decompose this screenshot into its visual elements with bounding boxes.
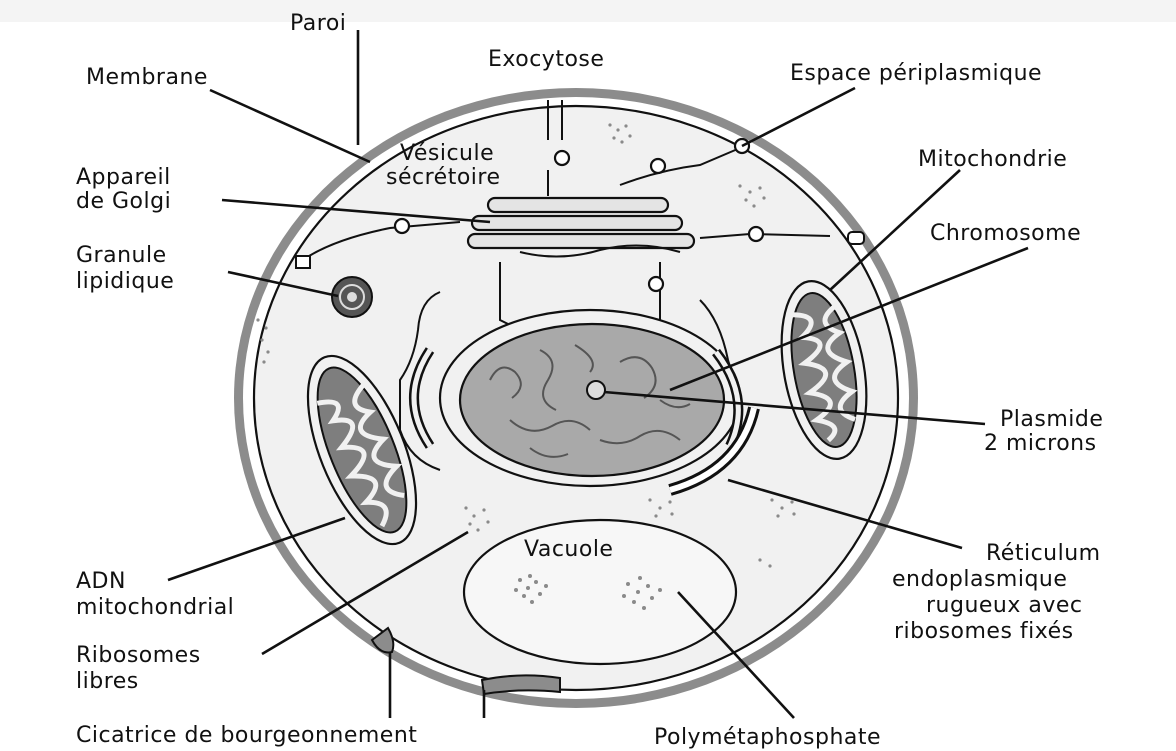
label-reticulum-line2: endoplasmique [892,567,1067,592]
label-adn-line2: mitochondrial [76,595,234,620]
label-paroi: Paroi [290,11,346,36]
label-reticulum-line4: ribosomes fixés [894,619,1074,644]
label-espace-periplasmique: Espace périplasmique [790,61,1042,86]
label-plasmide-line2: 2 microns [984,431,1097,456]
plasmid [587,381,605,399]
label-chromosome: Chromosome [930,221,1081,246]
label-mitochondrie: Mitochondrie [918,147,1067,172]
label-vesicule-line2: sécrétoire [386,165,500,190]
label-ribosomes-line2: libres [76,669,139,694]
label-membrane: Membrane [86,65,208,90]
label-appareil-line1: Appareil [76,165,171,190]
bud-scar-bottom [482,675,560,694]
label-polymetaphosphate: Polymétaphosphate [654,725,881,750]
label-granule-line1: Granule [76,243,167,268]
label-vesicule-line1: Vésicule [400,141,494,166]
label-appareil-line2: de Golgi [76,189,171,214]
label-vacuole: Vacuole [524,537,613,562]
top-shade [0,0,1176,22]
label-plasmide-line1: Plasmide [1000,407,1103,432]
label-ribosomes-line1: Ribosomes [76,643,201,668]
golgi-apparatus [468,198,694,257]
label-reticulum-line3: rugueux avec [926,593,1083,618]
label-granule-line2: lipidique [76,269,174,294]
label-exocytose: Exocytose [488,47,604,72]
lipid-granule [332,277,372,317]
label-cicatrice: Cicatrice de bourgeonnement [76,723,417,748]
label-reticulum-line1: Réticulum [986,541,1101,566]
label-adn-line1: ADN [76,569,126,594]
